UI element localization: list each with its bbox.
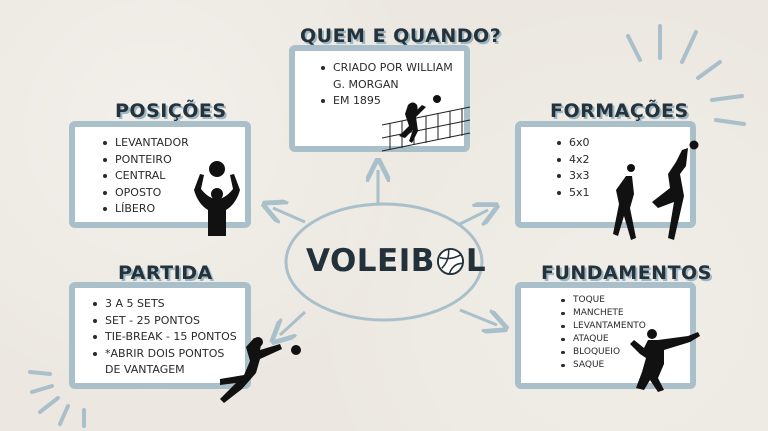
arrow-formacoes: [457, 210, 488, 227]
fundamentos-list: TOQUE MANCHETE LEVANTAMENTO ATAQUE BLOQU…: [561, 294, 682, 372]
formacoes-item: 5x1: [557, 185, 680, 202]
hub-title-right: L: [465, 243, 487, 279]
fundamentos-title: FUNDAMENTOS: [541, 262, 712, 284]
formacoes-item: 4x2: [557, 152, 680, 169]
quem-item: CRIADO POR WILLIAM G. MORGAN: [321, 60, 453, 93]
partida-card: 3 A 5 SETS SET - 25 PONTOS TIE-BREAK - 1…: [69, 282, 251, 389]
posicoes-item: LEVANTADOR: [103, 135, 235, 152]
formacoes-item: 3x3: [557, 168, 680, 185]
fundamentos-item: SAQUE: [561, 359, 682, 372]
quem-title: QUEM E QUANDO?: [300, 25, 502, 47]
partida-item: TIE-BREAK - 15 PONTOS: [93, 329, 237, 346]
hub-title: VOLEIB L: [306, 243, 486, 279]
partida-item: *ABRIR DOIS PONTOS DE VANTAGEM: [93, 346, 237, 379]
posicoes-title: POSIÇÕES: [115, 100, 227, 122]
formacoes-list: 6x0 4x2 3x3 5x1: [557, 135, 680, 201]
posicoes-list: LEVANTADOR PONTEIRO CENTRAL OPOSTO LÍBER…: [103, 135, 235, 218]
volleyball-icon: [436, 247, 465, 276]
formacoes-item: 6x0: [557, 135, 680, 152]
volleyball-serve-player-icon: [630, 329, 700, 392]
posicoes-item: LÍBERO: [103, 201, 235, 218]
arrow-posicoes: [273, 208, 306, 222]
hub-title-left: VOLEIB: [306, 243, 435, 279]
posicoes-item: PONTEIRO: [103, 152, 235, 169]
partida-item: 3 A 5 SETS: [93, 296, 237, 313]
volleyball-block-players-icon: [613, 140, 699, 240]
partida-item: SET - 25 PONTOS: [93, 313, 237, 330]
arrow-fundamentos: [459, 308, 497, 325]
formacoes-title: FORMAÇÕES: [550, 100, 689, 122]
partida-title: PARTIDA: [118, 262, 213, 284]
formacoes-card: 6x0 4x2 3x3 5x1: [515, 121, 696, 228]
fundamentos-item: TOQUE: [561, 294, 682, 307]
fundamentos-item: MANCHETE: [561, 307, 682, 320]
partida-list: 3 A 5 SETS SET - 25 PONTOS TIE-BREAK - 1…: [93, 296, 237, 379]
volleyball-setter-icon: [194, 161, 240, 236]
quem-item: EM 1895: [321, 93, 454, 110]
arrow-partida: [280, 310, 307, 335]
sparkle-decoration-top-right: [626, 24, 746, 126]
fundamentos-item: ATAQUE: [561, 333, 682, 346]
fundamentos-card: TOQUE MANCHETE LEVANTAMENTO ATAQUE BLOQU…: [515, 282, 696, 389]
volleyball-spike-net-icon: [381, 95, 471, 152]
quem-list: CRIADO POR WILLIAM G. MORGAN EM 1895: [321, 60, 454, 110]
posicoes-item: OPOSTO: [103, 185, 235, 202]
hub-ellipse: [284, 202, 484, 322]
posicoes-item: CENTRAL: [103, 168, 235, 185]
volleyball-dive-player-icon: [220, 337, 301, 403]
fundamentos-item: LEVANTAMENTO: [561, 320, 682, 333]
sparkle-decoration-bottom-left: [28, 370, 86, 428]
fundamentos-item: BLOQUEIO: [561, 346, 682, 359]
